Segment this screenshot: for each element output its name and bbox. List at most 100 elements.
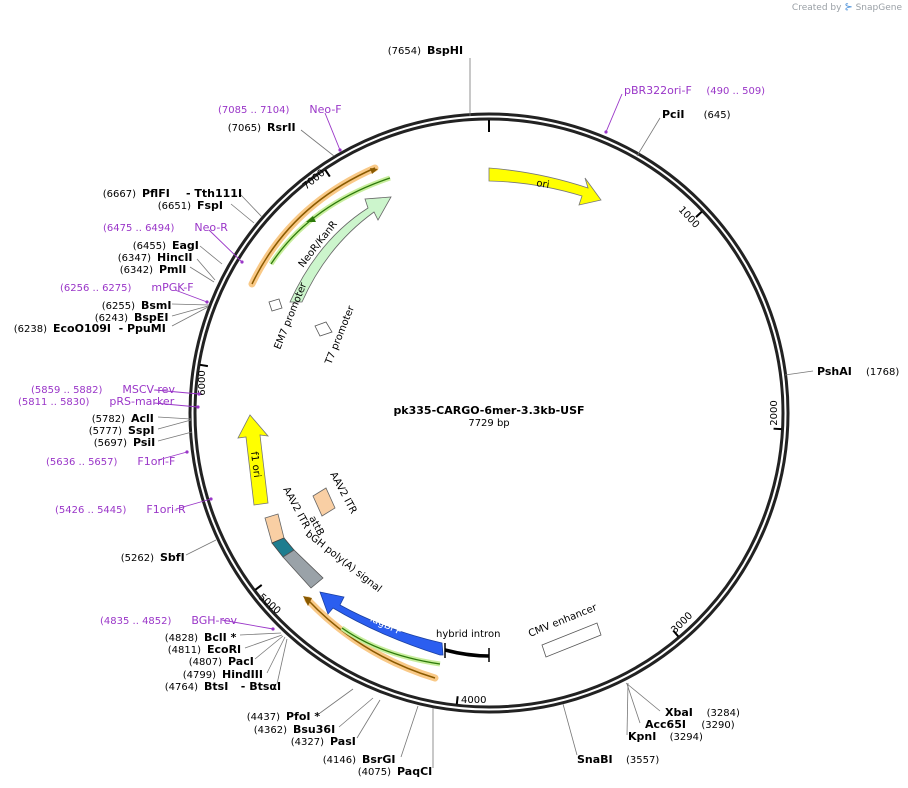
enzyme-site-rsrii[interactable]: (7065)RsrII [228, 121, 296, 134]
enzyme-site-xbai[interactable]: XbaI(3284) [665, 706, 740, 719]
primer-leader-prsmarker [153, 402, 199, 408]
neo-orf-arrowhead [306, 216, 316, 222]
leader-bsmi [171, 303, 210, 306]
tick-3000 [672, 629, 680, 638]
enzyme-site-bcli[interactable]: (4828)BclI * [165, 631, 237, 644]
site-leader-lines [153, 58, 814, 768]
tick-label-2000: 2000 [769, 400, 780, 425]
enzyme-site-pfoi[interactable]: (4437)PfoI * [247, 710, 321, 723]
primer-f1orif[interactable]: (5636 .. 5657)F1ori-F [46, 455, 175, 468]
enzyme-name: HindIII [222, 668, 263, 681]
enzyme-position: (3294) [670, 732, 703, 743]
enzyme-position: (6238) [14, 324, 47, 335]
primer-site-pbr322orif [604, 130, 608, 134]
enzyme-site-paci[interactable]: (4807)PacI [189, 655, 254, 668]
enzyme-site-kpni[interactable]: KpnI(3294) [628, 730, 703, 743]
primer-site-mscvrev [197, 392, 201, 396]
leader-pfoi [319, 688, 354, 714]
primer-bghrev[interactable]: (4835 .. 4852) BGH-rev [100, 614, 238, 627]
enzyme-name: RsrII [267, 121, 296, 134]
enzyme-site-bspei[interactable]: (6243)BspEI [95, 311, 169, 324]
primer-range: (4835 .. 4852) [100, 616, 172, 627]
enzyme-site-pshai[interactable]: PshAI(1768) [817, 365, 899, 378]
primer-leader-mpgkf [174, 289, 208, 303]
primer-range: (5811 .. 5830) [18, 397, 90, 408]
tick-label-6000: 6000 [197, 370, 208, 395]
tagbfp-orf-line [341, 627, 441, 665]
enzyme-site-pasi[interactable]: (4327)PasI [291, 735, 356, 748]
enzyme-name: PciI [662, 108, 684, 121]
leader-ecori [244, 634, 283, 649]
em7-promoter-arrow[interactable] [268, 298, 283, 312]
primer-neof[interactable]: (7085 .. 7104)Neo-F [218, 103, 342, 116]
enzyme-position: (5262) [121, 553, 154, 564]
enzyme-site-sbfi[interactable]: (5262)SbfI [121, 551, 185, 564]
enzyme-site-ecori[interactable]: (4811)EcoRI [168, 643, 241, 656]
enzyme-site-acc65i[interactable]: Acc65I(3290) [645, 718, 735, 731]
leader-acli [157, 416, 192, 420]
enzyme-site-psii[interactable]: (5697)PsiI [94, 436, 156, 449]
primer-neor[interactable]: (6475 .. 6494)Neo-R [103, 221, 228, 234]
leader-xbai [625, 682, 661, 712]
primer-prsmarker[interactable]: (5811 .. 5830)pRS-marker [18, 395, 175, 408]
enzyme-site-hincii[interactable]: (6347)HincII [118, 251, 193, 264]
enzyme-site-sspi[interactable]: (5777)SspI [89, 424, 155, 437]
primer-mscvrev[interactable]: (5859 .. 5882)MSCV-rev [31, 383, 175, 396]
hybrid-intron-bar[interactable] [444, 648, 490, 658]
enzyme-site-pcii[interactable]: PciI(645) [662, 108, 731, 121]
enzyme-site-pmli[interactable]: (6342)PmlI [120, 263, 187, 276]
neor-kanr-feature-arrow[interactable] [289, 196, 392, 303]
t7-promoter-arrow[interactable] [314, 321, 333, 337]
enzyme-name: EcoO109I [53, 322, 111, 335]
enzyme-name: PmlI [159, 263, 186, 276]
f1-ori-label: f1 ori [248, 451, 262, 478]
primer-name: Neo-R [194, 221, 228, 234]
enzyme-site-snabi[interactable]: SnaBI(3557) [577, 753, 659, 766]
primer-name: BGH-rev [191, 614, 237, 627]
aav2-itr-box-b[interactable] [264, 513, 285, 544]
created-by-text: Created by [791, 3, 842, 13]
enzyme-site-fspi[interactable]: (6651) FspI [158, 199, 223, 212]
enzyme-site-bsrgi[interactable]: (4146)BsrGI [323, 753, 396, 766]
ori-feature-arrow[interactable] [488, 167, 602, 206]
aav2-itr-label-b: AAV2 ITR [280, 485, 311, 531]
primer-f1orir[interactable]: (5426 .. 5445)F1ori-R [55, 503, 186, 516]
site-labels: (7654)BspHI PciI(645) PshAI(1768) XbaI(3284… [14, 44, 900, 778]
enzyme-name: BtsI [204, 680, 228, 693]
cmv-enhancer-box[interactable] [541, 622, 602, 658]
aav2-itr-box-a[interactable] [312, 487, 336, 517]
enzyme-position: (3557) [626, 755, 659, 766]
enzyme-site-bsu36i[interactable]: (4362)Bsu36I [254, 723, 335, 736]
tagbfp-feature-arrow[interactable] [319, 591, 444, 656]
enzyme-site-eagi[interactable]: (6455)EagI [133, 239, 199, 252]
tick-label-4000: 4000 [461, 695, 486, 706]
hybrid-intron-label: hybrid intron [436, 629, 500, 640]
primer-mpgkf[interactable]: (6256 .. 6275)mPGK-F [60, 281, 194, 294]
enzyme-position: (6651) [158, 201, 191, 212]
leader-acc65i [626, 683, 641, 724]
bgh-primer-arrowhead [303, 596, 312, 606]
enzyme-site-bsphi[interactable]: (7654)BspHI [388, 44, 463, 57]
bgh-polya-box[interactable] [282, 549, 324, 589]
enzyme-site-hindiii[interactable]: (4799)HindIII [183, 668, 263, 681]
primer-site-bghrev [271, 627, 275, 631]
enzyme-site-pflfi[interactable]: (6667)PflFI- Tth111I [103, 187, 242, 200]
primer-name: F1ori-R [146, 503, 186, 516]
enzyme-site-acli[interactable]: (5782)AclI [92, 412, 154, 425]
enzyme-name: Acc65I [645, 718, 686, 731]
primer-site-f1orif [185, 450, 189, 454]
primer-range: (6256 .. 6275) [60, 283, 132, 294]
enzyme-name: FspI [197, 199, 223, 212]
enzyme-site-paqci[interactable]: (4075)PaqCI [358, 765, 433, 778]
enzyme-isoschizomer: - Tth111I [186, 187, 242, 200]
primer-leader-neof [324, 112, 341, 151]
enzyme-site-bsmi[interactable]: (6255)BsmI [102, 299, 172, 312]
f1-ori-feature-arrow[interactable] [237, 414, 269, 506]
primer-pbr322orif[interactable]: pBR322ori-F(490 .. 509) [624, 84, 765, 97]
primer-site-f1orir [209, 497, 213, 501]
primer-leader-f1orif [157, 451, 188, 461]
enzyme-site-btsi[interactable]: (4764)BtsI- BtsαI [165, 680, 281, 693]
enzyme-site-ecoo109i[interactable]: (6238)EcoO109I- PpuMI [14, 322, 166, 335]
enzyme-position: (4811) [168, 645, 201, 656]
enzyme-name: EagI [172, 239, 199, 252]
